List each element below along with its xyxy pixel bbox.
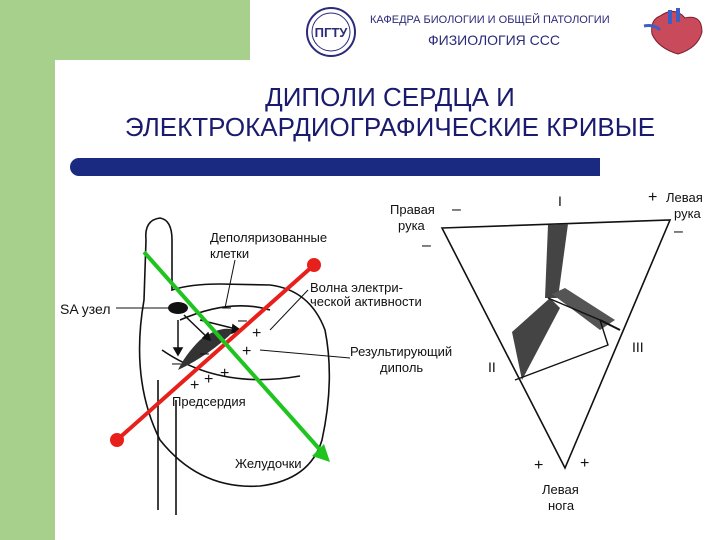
plus-sign: + xyxy=(190,377,199,394)
right-arm-label-1: Правая xyxy=(390,202,435,217)
depolarized-label-1: Деполяризованные xyxy=(210,230,327,245)
plus-sign: + xyxy=(220,365,229,382)
department-name: КАФЕДРА БИОЛОГИИ И ОБЩЕЙ ПАТОЛОГИИ xyxy=(370,14,610,26)
minus-sign: – xyxy=(222,299,231,316)
minus-sign: – xyxy=(200,345,209,362)
atria-label: Предсердия xyxy=(172,394,246,409)
left-arm-label-2: рука xyxy=(674,206,702,221)
content-panel xyxy=(55,60,720,540)
depolarized-label-2: клетки xyxy=(210,246,249,261)
dipole-label-1: Результирующий xyxy=(350,344,452,359)
title-divider xyxy=(70,158,600,176)
logo-text: ПГТУ xyxy=(315,25,349,40)
title-line-2: ЭЛЕКТРОКАРДИОГРАФИЧЕСКИЕ КРИВЫЕ xyxy=(124,112,656,142)
sa-node-label: SA узел xyxy=(60,301,111,317)
plus-sign: + xyxy=(204,371,213,388)
lead-ii-label: II xyxy=(488,359,496,375)
left-leg-label-1: Левая xyxy=(542,482,579,497)
green-axis-arrow xyxy=(142,250,330,462)
subject-name: ФИЗИОЛОГИЯ ССС xyxy=(428,32,561,48)
ecg-dipole-diagram: – – – – + + + + + Деполяризованные клетк… xyxy=(60,189,703,515)
university-logo-icon: ПГТУ xyxy=(306,7,356,57)
plus-sign: + xyxy=(648,189,657,206)
plus-sign: + xyxy=(534,457,543,474)
plus-sign: + xyxy=(252,325,261,342)
title-line-1: ДИПОЛИ СЕРДЦА И xyxy=(265,82,515,112)
minus-sign: – xyxy=(422,237,431,254)
page-title: ДИПОЛИ СЕРДЦА И ЭЛЕКТРОКАРДИОГРАФИЧЕСКИЕ… xyxy=(60,82,720,142)
minus-sign: – xyxy=(238,312,247,329)
leader-line xyxy=(269,289,309,331)
dipole-label-2: диполь xyxy=(380,360,423,375)
left-arm-label-1: Левая xyxy=(666,190,703,205)
left-green-band xyxy=(0,0,55,540)
leader-line xyxy=(259,349,351,359)
wave-label-1: Волна электри- xyxy=(310,280,403,295)
lead-iii-label: III xyxy=(632,339,644,355)
wave-label-2: ческой активности xyxy=(310,294,422,309)
plus-sign: + xyxy=(580,455,589,472)
right-arm-label-2: рука xyxy=(398,218,426,233)
heart-icon xyxy=(643,8,703,55)
left-leg-label-2: нога xyxy=(548,498,575,513)
red-axis-line xyxy=(110,258,321,447)
depolarization-arrows xyxy=(172,314,242,357)
top-green-band xyxy=(0,0,250,60)
minus-sign: – xyxy=(452,201,461,218)
plus-sign: + xyxy=(242,343,251,360)
lead-i-label: I xyxy=(558,193,562,209)
einthoven-triangle xyxy=(440,219,672,470)
minus-sign: – xyxy=(674,223,683,240)
leader-line xyxy=(224,259,236,309)
ventricles-label: Желудочки xyxy=(235,456,302,471)
minus-sign: – xyxy=(172,355,181,372)
